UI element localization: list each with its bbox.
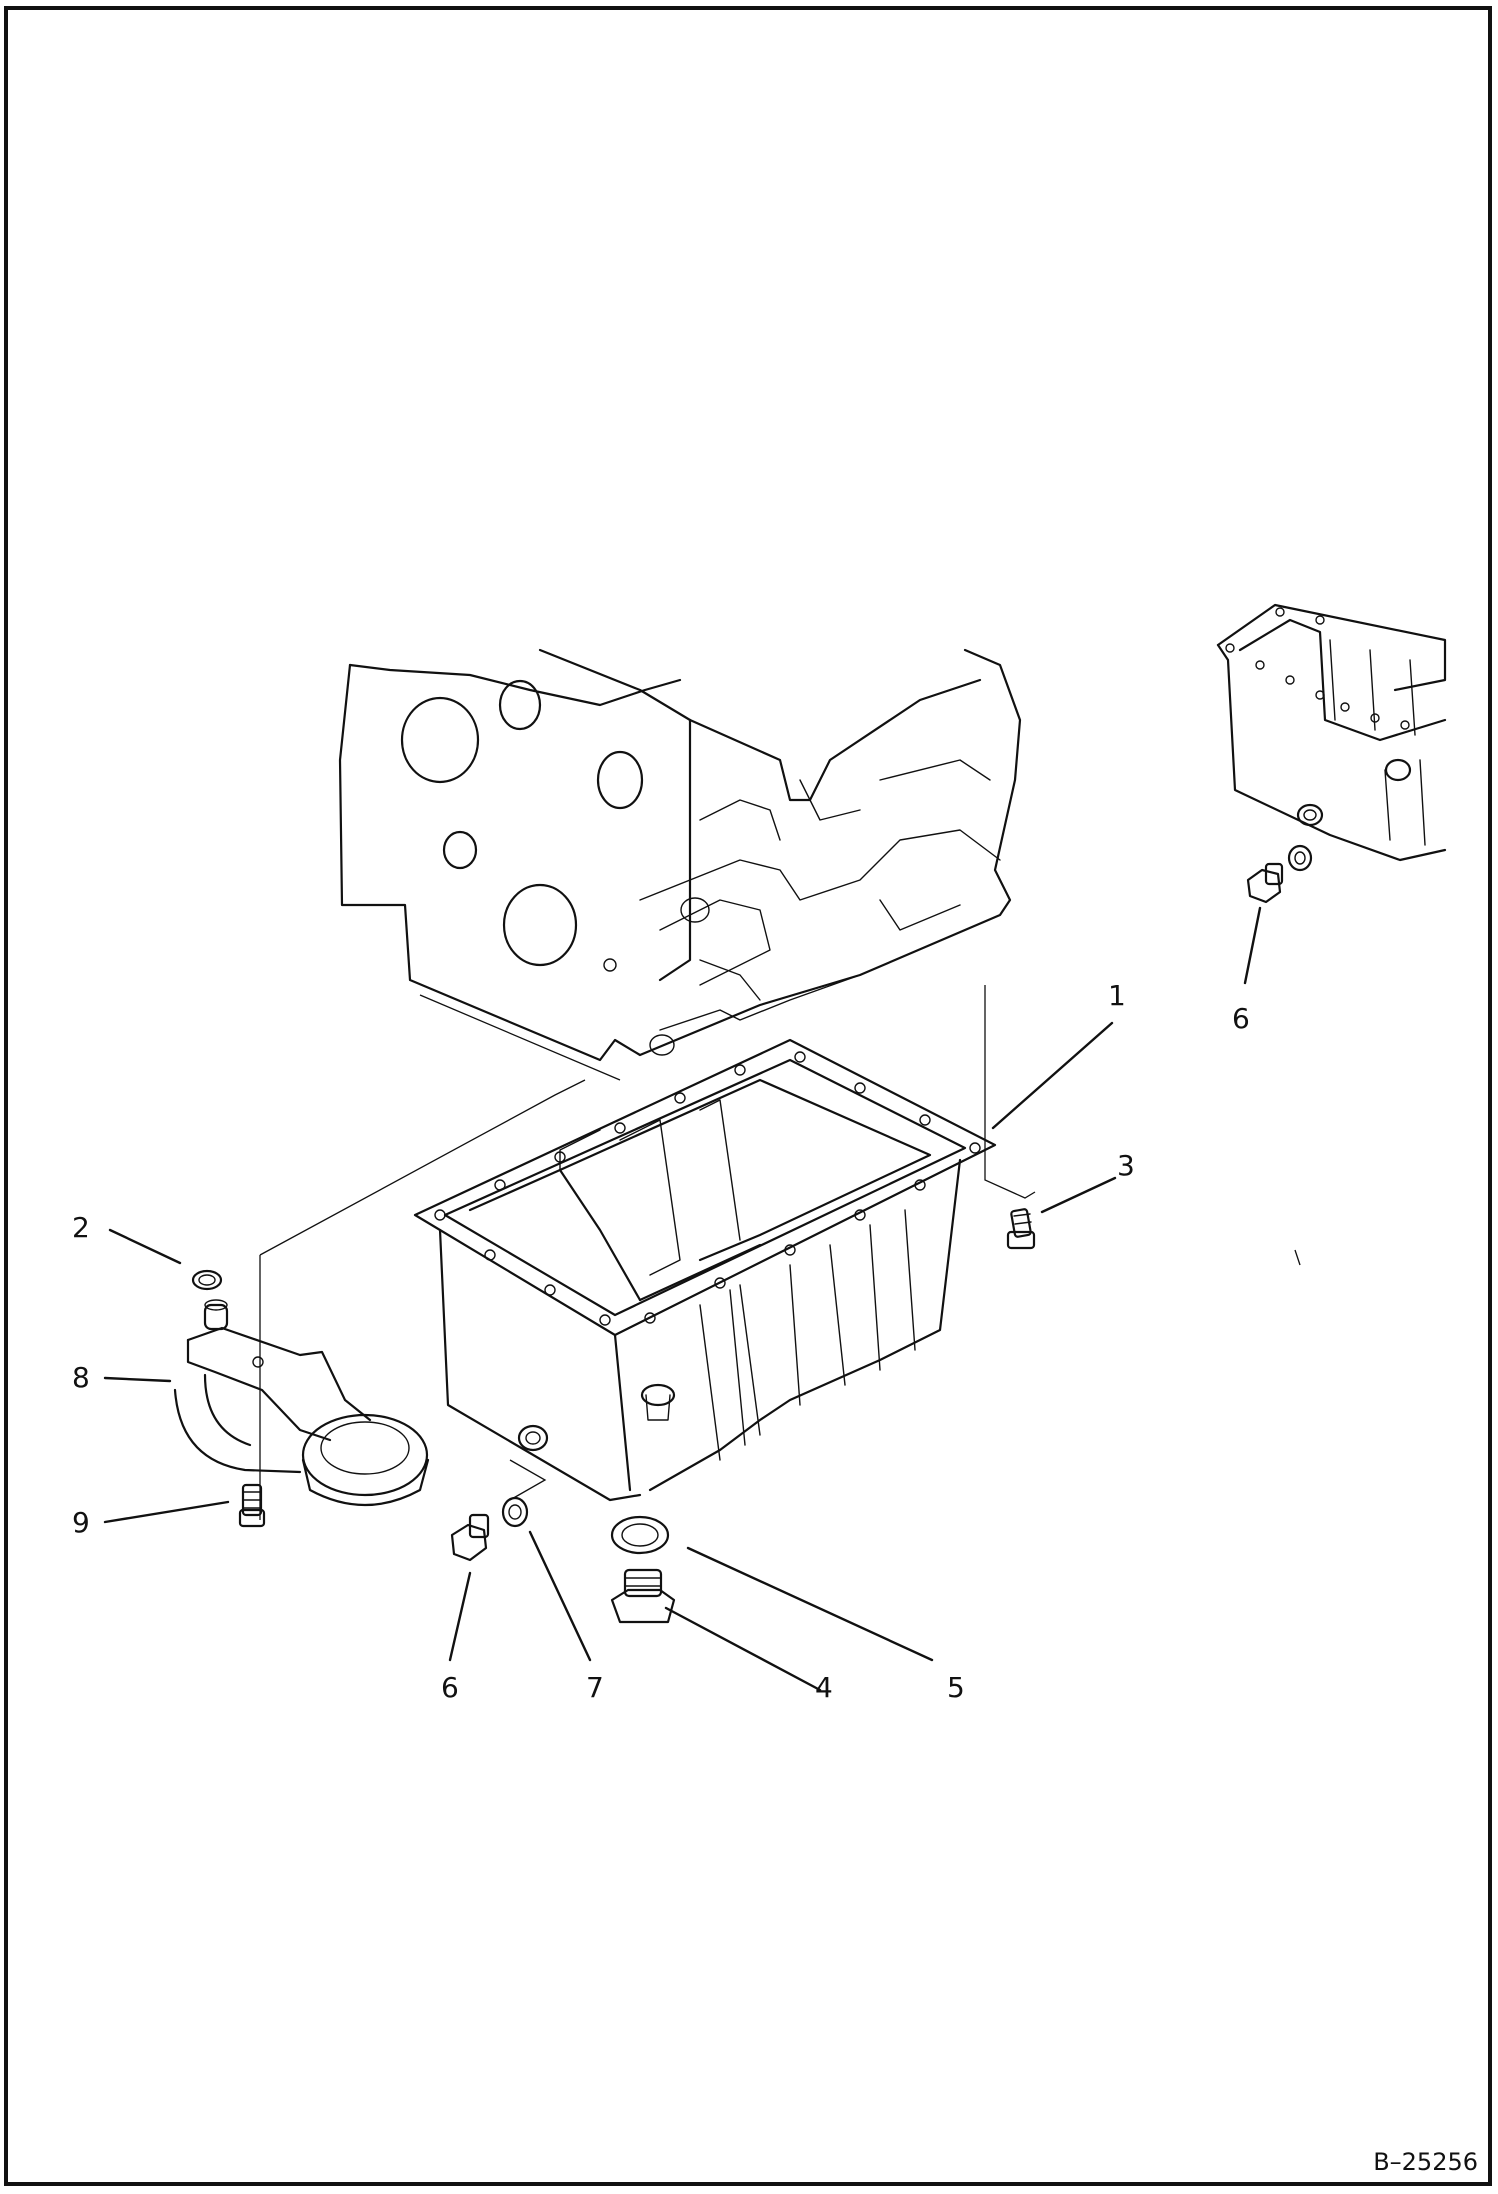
oil-strainer — [173, 1299, 430, 1506]
drain-plug — [610, 1568, 676, 1624]
callout-1: 1 — [1108, 979, 1126, 1012]
callout-9: 9 — [72, 1506, 90, 1539]
callout-6-left: 6 — [441, 1671, 459, 1704]
assembly-guide-lines — [259, 985, 1301, 1520]
callout-8: 8 — [72, 1361, 90, 1394]
callout-labels: 1 2 3 4 5 6 6 7 8 9 — [72, 979, 1250, 1704]
callout-7: 7 — [586, 1671, 604, 1704]
callout-3: 3 — [1117, 1149, 1135, 1182]
strainer-bolt — [238, 1483, 266, 1528]
callout-4: 4 — [815, 1671, 833, 1704]
leader-lines — [103, 906, 1262, 1692]
pan-bolt — [1006, 1208, 1036, 1250]
drain-gasket — [610, 1515, 670, 1555]
drain-washer — [501, 1496, 529, 1528]
callout-5: 5 — [947, 1671, 965, 1704]
oil-pan — [413, 1038, 997, 1502]
callout-6-inset: 6 — [1232, 1002, 1250, 1035]
drain-bolt — [450, 1513, 490, 1562]
inset-oil-pan — [1216, 603, 1447, 862]
inset-drain-bolt — [1246, 844, 1313, 904]
o-ring — [191, 1269, 223, 1291]
engine-block — [338, 648, 1022, 1062]
document-id: B–25256 — [1373, 2148, 1478, 2176]
callout-2: 2 — [72, 1211, 90, 1244]
flange-bolt-holes — [434, 1051, 981, 1326]
